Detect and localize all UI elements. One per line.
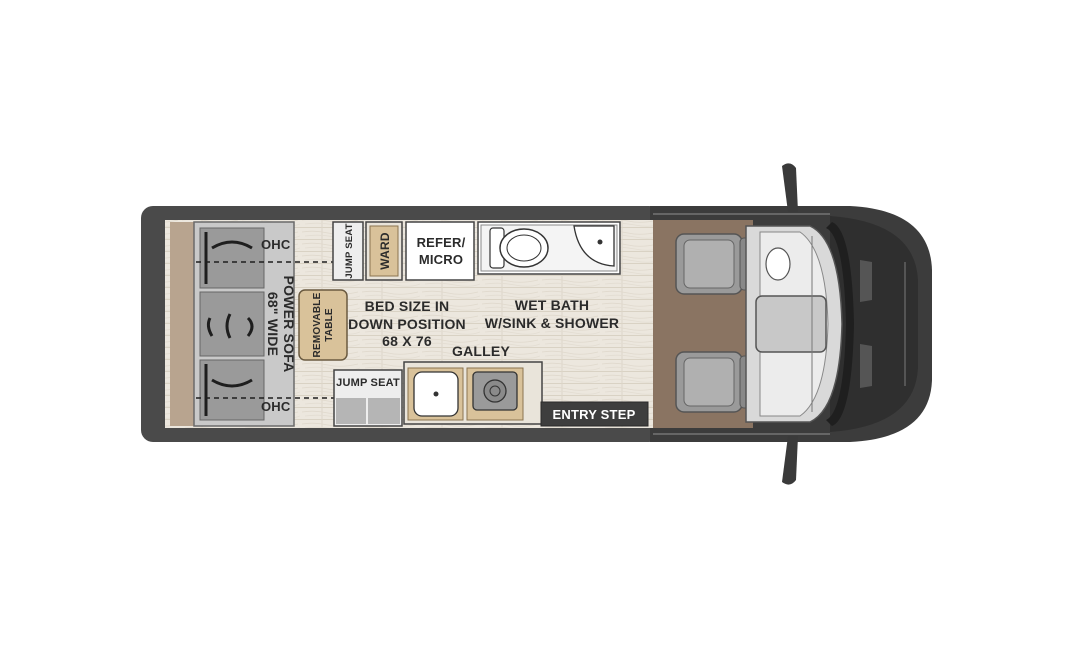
bath-label-line2: W/SINK & SHOWER [485, 315, 619, 331]
side-mirror-bottom [782, 436, 798, 485]
removable-table: REMOVABLE TABLE [298, 289, 348, 361]
ohc-bottom-label: OHC [261, 399, 291, 414]
dashboard [745, 225, 843, 423]
jump-seat-top-label: JUMP SEAT [344, 223, 355, 278]
jump-seat-bottom: JUMP SEAT [333, 369, 403, 427]
bed-label-line3: 68 X 76 [382, 333, 432, 349]
refrigerator-microwave: REFER/ MICRO [405, 221, 475, 281]
rear-wall-panel [170, 222, 194, 426]
side-mirror-top [782, 163, 798, 212]
sofa-label-line2: POWER SOFA [281, 276, 297, 373]
galley-counter [403, 361, 543, 425]
sofa-label-line1: 68" WIDE [265, 292, 281, 356]
cooktop-icon [472, 371, 518, 411]
bed-label-line1: BED SIZE IN [365, 298, 450, 314]
power-sofa [193, 221, 295, 427]
windshield [826, 222, 854, 426]
galley-sink-icon [413, 371, 459, 417]
ward-label: WARD [378, 232, 392, 270]
refer-label-line1: REFER/ [417, 235, 466, 250]
bed-label-line2: DOWN POSITION [348, 316, 466, 332]
entry-step: ENTRY STEP [540, 401, 649, 427]
toilet-icon [489, 227, 549, 269]
jump-seat-bottom-label: JUMP SEAT [336, 377, 400, 389]
table-label-line2: TABLE [324, 308, 335, 342]
refer-label-line2: MICRO [419, 252, 463, 267]
wet-bath [477, 221, 621, 275]
cab-seat-top [675, 233, 751, 295]
wardrobe: WARD [365, 221, 403, 281]
ohc-top-label: OHC [261, 237, 291, 252]
bath-label-line1: WET BATH [515, 297, 589, 313]
table-label-line1: REMOVABLE [312, 292, 323, 357]
bath-sink-icon [573, 225, 615, 267]
galley-label: GALLEY [452, 343, 510, 359]
jump-seat-top: JUMP SEAT [332, 221, 364, 281]
cab-seat-bottom [675, 351, 751, 413]
entry-step-label: ENTRY STEP [553, 407, 636, 422]
